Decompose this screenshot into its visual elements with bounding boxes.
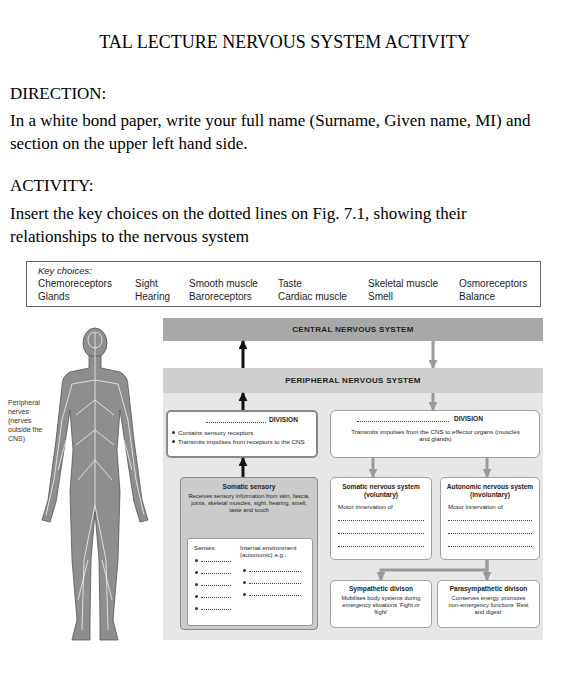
- node-heading: Somatic sensory: [181, 483, 317, 491]
- node-heading: CENTRAL NERVOUS SYSTEM: [163, 325, 543, 335]
- bullet-mark: [243, 569, 246, 572]
- flow-arrow: [486, 560, 489, 580]
- blank-line: [249, 595, 301, 596]
- node-text: Skeletal muscle: [368, 278, 458, 290]
- division-box: DIVISION Contains sensory receptorsTransm…: [166, 410, 318, 458]
- pns-band: PERIPHERAL NERVOUS SYSTEM: [163, 368, 543, 393]
- node-heading: Autonomic nervous system (involuntary): [442, 483, 538, 499]
- division-box: DIVISION Transmits impulses from the CNS …: [330, 410, 540, 458]
- bullet-mark: [172, 431, 175, 434]
- division-subbox: Parasympathetic divisonConserves energy,…: [437, 580, 540, 628]
- bullet-mark: [172, 440, 175, 443]
- blank-line: [249, 583, 301, 584]
- node-text: Conserves energy, promotes non-emergency…: [445, 595, 532, 617]
- blank-line: [206, 422, 266, 423]
- blank-line: [357, 421, 449, 422]
- blank-line: [201, 573, 231, 574]
- node-text: Chemoreceptors: [38, 278, 128, 290]
- bullet-mark: [195, 559, 198, 562]
- blank-line: [338, 533, 424, 534]
- bullet-mark: [243, 593, 246, 596]
- node-heading: DIVISION: [269, 416, 315, 424]
- node-text: Internal environment (autonomic) e.g.:: [240, 544, 310, 559]
- node-text: Contains sensory receptors: [178, 429, 318, 436]
- section-heading: ACTIVITY:: [10, 174, 310, 197]
- system-box: Somatic nervous system (voluntary) Motor …: [330, 477, 432, 560]
- node-heading: PERIPHERAL NERVOUS SYSTEM: [163, 376, 543, 386]
- node-text: Glands: [38, 291, 128, 303]
- bullet-mark: [195, 607, 198, 610]
- blank-line: [448, 533, 532, 534]
- flow-arrow: [432, 393, 435, 410]
- figure-label: Peripheral nerves (nerves outside the CN…: [8, 398, 48, 443]
- flow-arrow: [372, 458, 375, 477]
- blank-line: [338, 546, 424, 547]
- node-text: Osmoreceptors: [459, 278, 549, 290]
- flow-arrow: [242, 393, 245, 410]
- cns-band: CENTRAL NERVOUS SYSTEM: [163, 318, 543, 341]
- nerve-lines: [46, 333, 144, 630]
- instruction-text: In a white bond paper, write your full n…: [10, 109, 540, 155]
- blank-line: [249, 571, 301, 572]
- flow-arrow: [381, 560, 487, 580]
- blank-line: [201, 597, 231, 598]
- node-text: Motor innervation of: [448, 503, 536, 510]
- node-heading: Somatic nervous system (voluntary): [335, 483, 427, 499]
- node-heading: Senses:: [194, 544, 234, 551]
- node-text: Baroreceptors: [189, 291, 279, 303]
- flow-arrow: [432, 341, 435, 368]
- bullet-mark: [243, 581, 246, 584]
- human-figure: [42, 328, 148, 640]
- node-text: Transmits impulses from the CNS to effec…: [348, 428, 523, 443]
- blank-line: [201, 609, 231, 610]
- node-text: Taste: [278, 278, 368, 290]
- flow-arrow: [242, 458, 245, 477]
- bullet-mark: [195, 595, 198, 598]
- blank-line: [338, 520, 424, 521]
- node-heading: Sympathetic divison: [331, 585, 431, 593]
- blank-line: [201, 561, 231, 562]
- node-text: Balance: [459, 291, 549, 303]
- division-subbox: Sympathetic divisonMobilises body system…: [330, 580, 432, 628]
- blank-line: [448, 520, 532, 521]
- node-heading: DIVISION: [454, 415, 504, 423]
- flow-arrow: [242, 341, 245, 368]
- page-title: TAL LECTURE NERVOUS SYSTEM ACTIVITY: [0, 32, 569, 54]
- node-text: Mobilises body systems during emergency …: [337, 595, 425, 617]
- instruction-text: Insert the key choices on the dotted lin…: [10, 202, 545, 248]
- brain-outline: [88, 332, 102, 348]
- node-text: Smell: [368, 291, 458, 303]
- key-choices-box: Key choices:ChemoreceptorsSightSmooth mu…: [26, 261, 541, 307]
- somatic-sensory-box: Somatic sensoryReceives sensory informat…: [180, 477, 318, 630]
- node-text: Receives sensory information from skin, …: [185, 493, 313, 515]
- bullet-mark: [195, 571, 198, 574]
- node-text: Cardiac muscle: [278, 291, 368, 303]
- system-box: Autonomic nervous system (involuntary) Mo…: [440, 477, 540, 560]
- node-text: Transmits impulses from receptors to the…: [178, 438, 318, 445]
- node-text: Motor innervation of: [338, 503, 428, 510]
- blank-line: [448, 546, 532, 547]
- blank-line: [201, 585, 231, 586]
- flow-arrow: [486, 458, 489, 477]
- pns-area: [163, 368, 543, 640]
- node-heading: Key choices:: [38, 265, 138, 277]
- senses-box: Senses: Internal environment (autonomic) …: [187, 538, 313, 626]
- node-heading: Parasympathetic divison: [438, 585, 539, 593]
- section-heading: DIRECTION:: [10, 82, 310, 105]
- bullet-mark: [195, 583, 198, 586]
- node-text: Smooth muscle: [189, 278, 279, 290]
